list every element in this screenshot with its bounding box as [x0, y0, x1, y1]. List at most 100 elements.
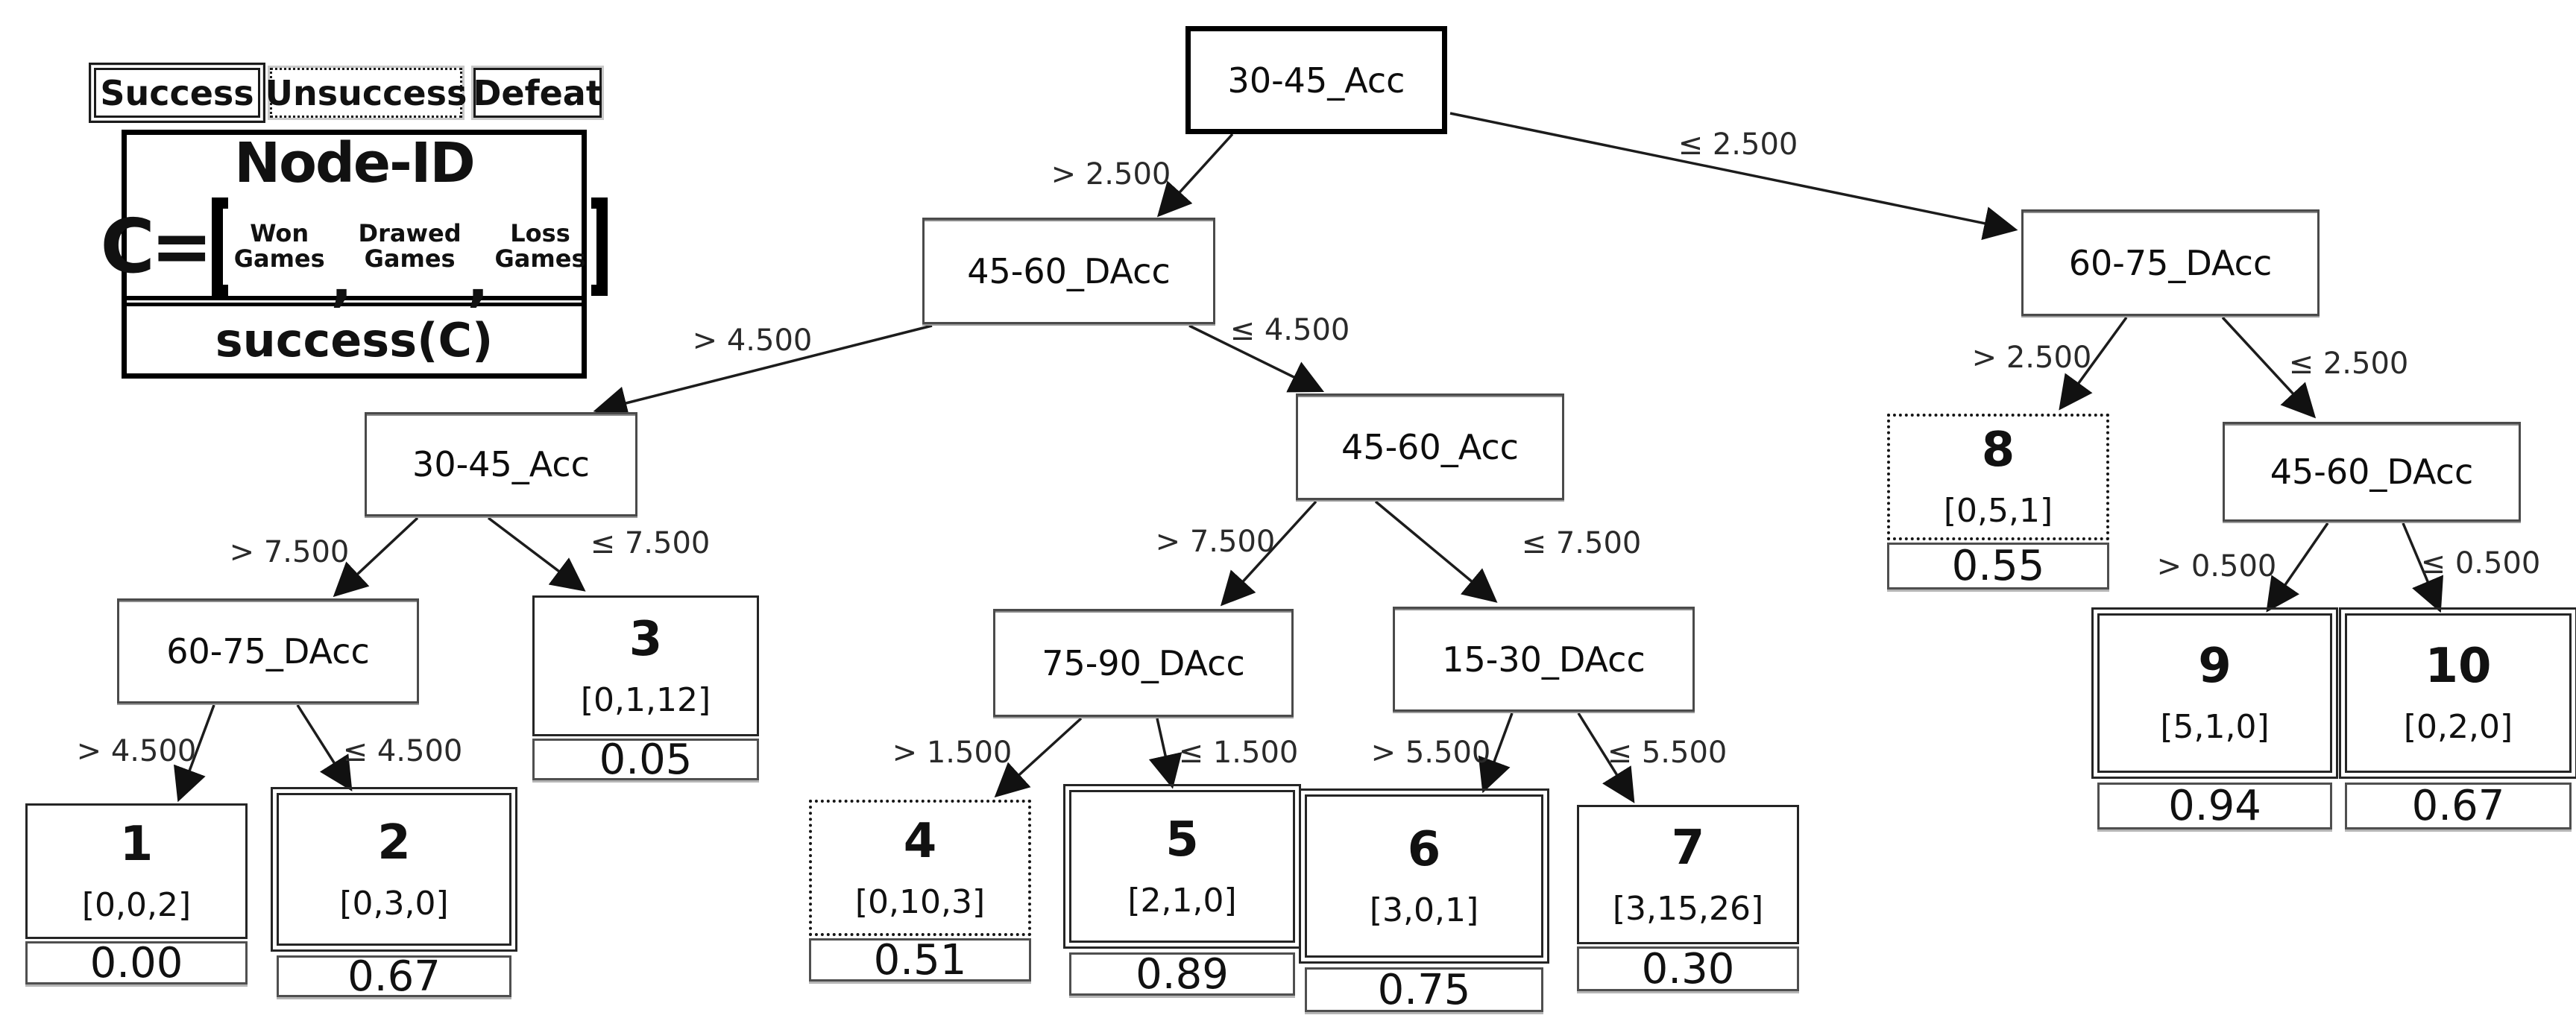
- leaf-main-box: 6 [3,0,1]: [1299, 788, 1549, 964]
- term-top: Drawed: [358, 219, 462, 248]
- edge-label: > 7.500: [1156, 525, 1276, 559]
- leaf-success-value: 0.51: [809, 936, 1031, 984]
- edge-m15-left: [1478, 712, 1514, 794]
- edge-l2left-right: [487, 516, 586, 592]
- decision-node-75-90-dacc: 75-90_DAcc: [993, 609, 1294, 717]
- leaf-id: 9: [2198, 639, 2232, 694]
- edge-l2left-left: [333, 516, 419, 598]
- leaf-node-1: 1 [0,0,2] 0.00: [25, 803, 248, 987]
- leaf-counts: [0,2,0]: [2403, 708, 2513, 746]
- decision-node-root: 30-45_Acc: [1185, 26, 1447, 134]
- leaf-main-box: 2 [0,3,0]: [271, 787, 517, 952]
- edge-r2-right: [2402, 522, 2444, 613]
- term-bottom: Games: [364, 244, 456, 273]
- leaf-node-4: 4 [0,10,3] 0.51: [809, 800, 1031, 984]
- edge-l1left-left: [593, 324, 933, 420]
- edge-label: > 2.500: [1972, 341, 2092, 375]
- formula-comma: ,: [330, 246, 353, 313]
- leaf-main-box: 9 [5,1,0]: [2091, 607, 2338, 779]
- term-top: Won: [250, 219, 309, 248]
- leaf-counts: [3,0,1]: [1369, 891, 1479, 929]
- leaf-main-box: 4 [0,10,3]: [809, 800, 1031, 936]
- leaf-counts: [3,15,26]: [1612, 889, 1764, 928]
- leaf-success-value: 0.00: [25, 939, 248, 987]
- decision-node-15-30-dacc: 15-30_DAcc: [1393, 607, 1695, 712]
- decision-node-label: 30-45_Acc: [1227, 60, 1405, 101]
- formula-term-drawed: Drawed Games: [353, 221, 467, 271]
- edge-label: ≤ 2.500: [2289, 347, 2409, 381]
- edge-l2mid-right: [1374, 500, 1498, 603]
- edge-label: > 4.500: [77, 734, 197, 768]
- formula-lhs: C=: [100, 202, 213, 290]
- decision-node-60-75-dacc-left: 60-75_DAcc: [117, 598, 419, 704]
- edge-label: ≤ 5.500: [1607, 736, 1728, 770]
- leaf-id: 6: [1407, 821, 1441, 877]
- edge-label: > 7.500: [230, 535, 350, 569]
- edge-m15-right: [1577, 712, 1635, 803]
- leaf-node-5: 5 [2,1,0] 0.89: [1063, 784, 1301, 999]
- leaf-counts: [0,5,1]: [1943, 492, 2053, 530]
- leaf-node-9: 9 [5,1,0] 0.94: [2091, 607, 2338, 830]
- legend-chip-success: Success: [89, 63, 265, 123]
- edge-m75-right: [1148, 718, 1182, 789]
- bracket-close-icon: [591, 197, 608, 296]
- edge-r1-right: [2221, 316, 2317, 419]
- leaf-main-box: 5 [2,1,0]: [1063, 784, 1301, 949]
- legend-chip-unsuccess: Unsuccess: [265, 68, 467, 118]
- decision-node-label: 45-60_Acc: [1341, 426, 1519, 467]
- edge-label: > 1.500: [892, 736, 1013, 770]
- leaf-main-box: 8 [0,5,1]: [1887, 414, 2109, 540]
- leaf-success-value: 0.67: [2345, 782, 2572, 830]
- legend-chip-defeat: Defeat: [473, 68, 602, 118]
- formula-term-won: Won Games: [228, 221, 331, 271]
- leaf-counts: [2,1,0]: [1127, 881, 1237, 920]
- leaf-id: 2: [377, 815, 411, 870]
- decision-node-45-60-dacc-right: 45-60_DAcc: [2223, 422, 2521, 522]
- leaf-success-value: 0.67: [277, 952, 511, 1001]
- leaf-id: 3: [629, 611, 663, 667]
- decision-node-60-75-dacc-right: 60-75_DAcc: [2021, 209, 2320, 316]
- legend-node-key-box: Node-ID C= Won Games , Drawed Games , Lo…: [101, 130, 608, 379]
- leaf-counts: [5,1,0]: [2160, 708, 2270, 746]
- term-bottom: Games: [233, 244, 325, 273]
- edge-root-right: [1449, 112, 2018, 241]
- leaf-main-box: 1 [0,0,2]: [25, 803, 248, 939]
- leaf-node-6: 6 [3,0,1] 0.75: [1299, 788, 1549, 1014]
- edge-l3left-left: [173, 704, 215, 803]
- legend-counts-formula: C= Won Games , Drawed Games , Loss Games: [100, 197, 608, 313]
- edge-m75-left: [994, 717, 1083, 798]
- edge-label: ≤ 2.500: [1678, 127, 1798, 162]
- leaf-node-7: 7 [3,15,26] 0.30: [1577, 805, 1799, 993]
- leaf-main-box: 3 [0,1,12]: [532, 595, 759, 736]
- leaf-node-3: 3 [0,1,12] 0.05: [532, 595, 759, 784]
- leaf-id: 8: [1981, 423, 2015, 478]
- edge-label: > 4.500: [693, 323, 813, 358]
- edge-l3left-right: [296, 704, 353, 791]
- leaf-node-8: 8 [0,5,1] 0.55: [1887, 414, 2109, 590]
- edge-label: ≤ 0.500: [2421, 546, 2541, 581]
- term-bottom: Games: [494, 244, 586, 273]
- term-top: Loss: [510, 219, 570, 248]
- leaf-node-10: 10 [0,2,0] 0.67: [2339, 607, 2576, 830]
- leaf-main-box: 7 [3,15,26]: [1577, 805, 1799, 944]
- leaf-id: 4: [903, 813, 937, 869]
- edge-label: ≤ 7.500: [1522, 526, 1642, 560]
- edge-label: ≤ 7.500: [591, 526, 711, 560]
- legend-chip-label: Unsuccess: [265, 72, 467, 113]
- edge-label: ≤ 4.500: [343, 734, 463, 768]
- edge-l2mid-left: [1220, 500, 1317, 607]
- leaf-id: 7: [1671, 820, 1705, 876]
- edge-label: > 5.500: [1371, 736, 1491, 770]
- leaf-counts: [0,1,12]: [580, 680, 711, 719]
- edge-l1left-right: [1188, 324, 1325, 393]
- leaf-counts: [0,0,2]: [81, 886, 192, 924]
- decision-node-30-45-acc-level2: 30-45_Acc: [365, 412, 637, 516]
- leaf-counts: [0,10,3]: [854, 882, 986, 921]
- leaf-node-2: 2 [0,3,0] 0.67: [271, 787, 517, 1001]
- leaf-id: 1: [119, 817, 154, 872]
- decision-node-label: 15-30_DAcc: [1442, 639, 1646, 680]
- decision-node-label: 75-90_DAcc: [1042, 642, 1245, 683]
- edge-label: ≤ 1.500: [1179, 736, 1299, 770]
- leaf-counts: [0,3,0]: [339, 884, 449, 923]
